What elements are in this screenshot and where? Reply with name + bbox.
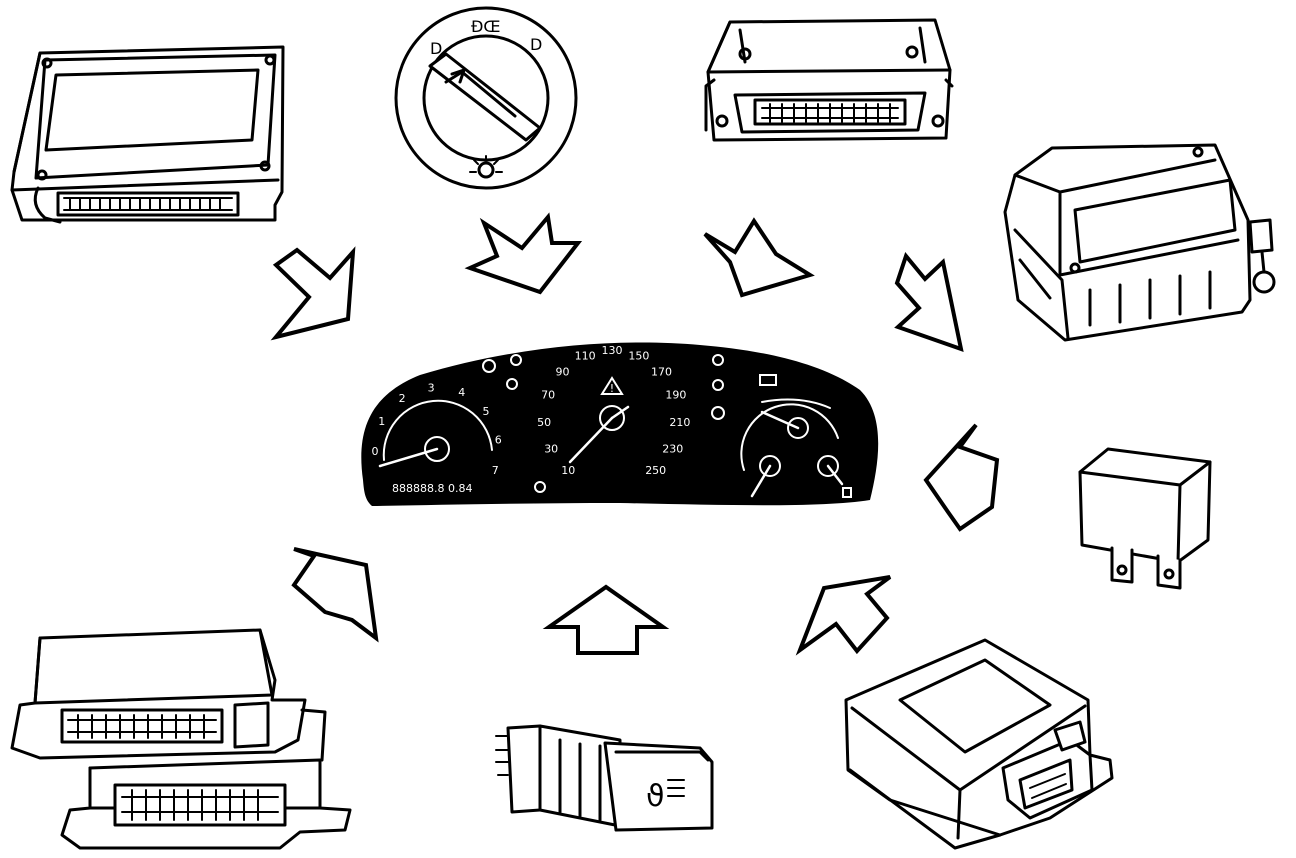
arrow-from-abs-module — [894, 251, 964, 353]
warning-triangle-icon — [600, 376, 624, 395]
speed-mark-10: 10 — [561, 464, 575, 477]
speed-mark-70: 70 — [541, 389, 555, 402]
tacho-mark-0: 0 — [372, 445, 379, 458]
arrow-from-fog-lamp-switch — [542, 584, 670, 655]
arrow-from-engine-control-unit — [270, 246, 356, 341]
tacho-mark-6: 6 — [495, 434, 502, 447]
odometer: 888888.8 0.84 — [392, 482, 472, 495]
interior-light-icon — [477, 161, 495, 179]
tachometer-needle — [378, 447, 439, 468]
fuel-temp-gauges — [711, 354, 852, 498]
arrow-from-body-control-module — [795, 575, 892, 656]
abs-control-module — [1003, 143, 1276, 342]
tacho-mark-7: 7 — [492, 464, 499, 477]
indicator-icon — [712, 354, 724, 366]
indicator-arrow-icon — [534, 481, 546, 493]
warning-lamps — [482, 354, 546, 493]
fuel-icon — [759, 374, 777, 386]
speed-mark-170: 170 — [651, 365, 672, 378]
tacho-mark-5: 5 — [483, 405, 490, 418]
lamp-icon — [482, 359, 496, 373]
dipped-beam-icon: ƉŒ — [471, 17, 501, 36]
tacho-mark-4: 4 — [458, 386, 465, 399]
speed-mark-150: 150 — [628, 350, 649, 363]
side-light-icon: D — [430, 39, 442, 58]
arrow-from-control-module — [703, 217, 815, 298]
body-control-module — [844, 638, 1114, 850]
speed-mark-210: 210 — [669, 416, 690, 429]
speed-mark-250: 250 — [645, 464, 666, 477]
speed-mark-110: 110 — [575, 350, 596, 363]
arrow-from-transmission-control-unit — [291, 547, 379, 643]
fuel-pump-icon — [842, 487, 852, 498]
speed-mark-230: 230 — [662, 443, 683, 456]
tacho-mark-3: 3 — [428, 381, 435, 394]
headlight-icon: D — [530, 35, 542, 54]
fog-lamp-icon: ϑ — [646, 779, 665, 814]
speed-mark-190: 190 — [665, 389, 686, 402]
arrow-from-headlight-switch — [464, 212, 583, 295]
fog-lamp-switch: ϑ — [495, 724, 714, 832]
relay — [1078, 447, 1212, 590]
tacho-mark-2: 2 — [399, 392, 406, 405]
speed-mark-30: 30 — [544, 443, 558, 456]
arrows — [270, 212, 1000, 656]
engine-control-unit — [10, 45, 285, 224]
tacho-mark-1: 1 — [378, 415, 385, 428]
speed-mark-90: 90 — [556, 365, 570, 378]
control-module — [704, 18, 954, 142]
svg-text:!: ! — [610, 382, 614, 395]
speed-mark-130: 130 — [602, 344, 623, 357]
arrow-from-relay — [923, 423, 1000, 532]
headlight-switch: D D ƉŒ — [394, 6, 578, 190]
speedometer-needle — [568, 416, 614, 464]
tachometer: 0 1 2 3 4 5 6 7 — [372, 381, 502, 477]
transmission-control-unit — [10, 628, 352, 850]
speed-mark-50: 50 — [537, 416, 551, 429]
cluster-housing — [361, 342, 879, 506]
